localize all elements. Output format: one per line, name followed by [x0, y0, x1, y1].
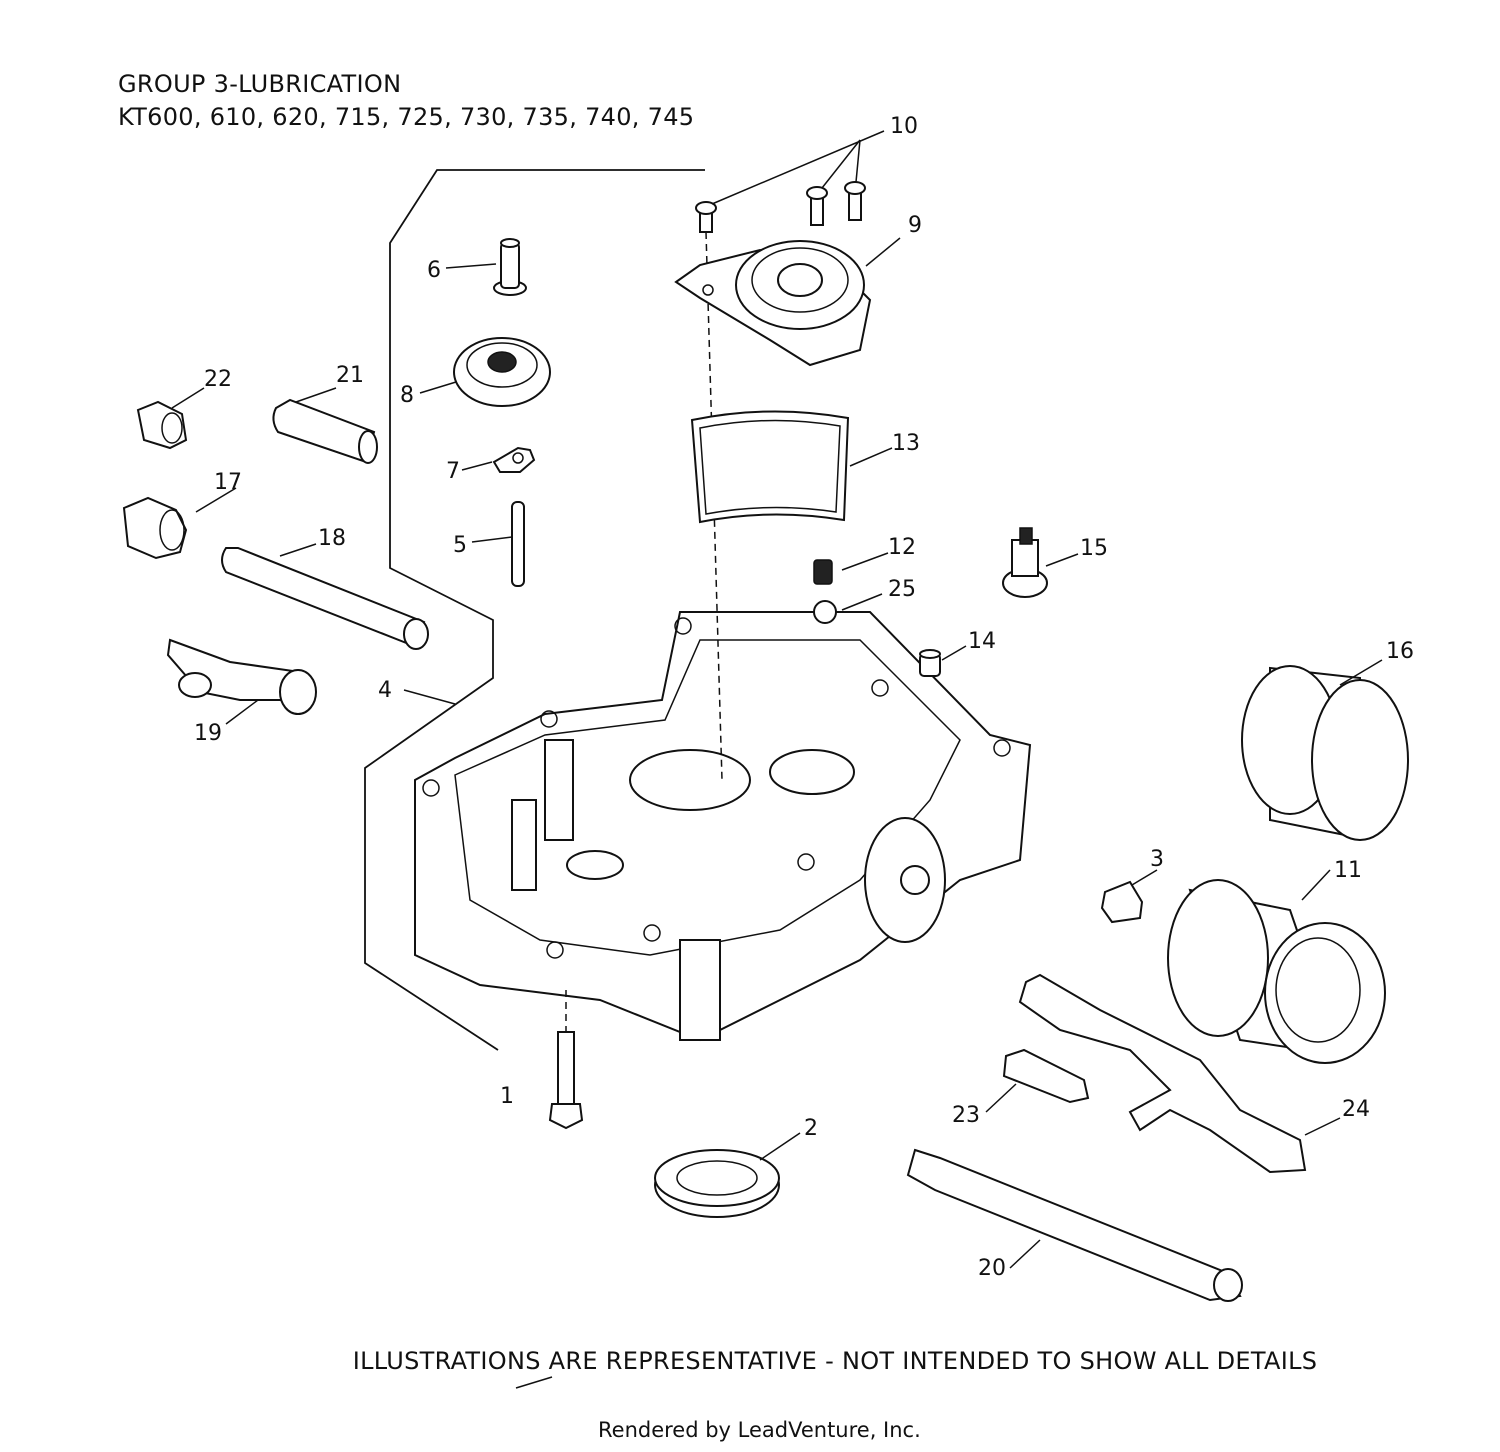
tube-part[interactable]: [221, 547, 429, 650]
bushing-part[interactable]: [136, 400, 188, 450]
callout-7: 7: [446, 459, 460, 484]
callout-12: 12: [888, 535, 916, 560]
callout-10: 10: [890, 114, 918, 139]
callout-2: 2: [804, 1116, 818, 1141]
sleeve-part[interactable]: [272, 398, 378, 464]
callout-15: 15: [1080, 536, 1108, 561]
oil-pan-part[interactable]: [414, 611, 1032, 1042]
callout-24: 24: [1342, 1097, 1370, 1122]
hose-assembly-part[interactable]: [1018, 973, 1307, 1174]
callout-13: 13: [892, 431, 920, 456]
disclaimer-text: ILLUSTRATIONS ARE REPRESENTATIVE - NOT I…: [352, 1347, 1318, 1375]
oil-hose-part[interactable]: [906, 1148, 1243, 1302]
oil-pump-assembly-part[interactable]: [674, 240, 872, 367]
callout-25: 25: [888, 577, 916, 602]
screw-part[interactable]: [695, 181, 866, 233]
washer-part[interactable]: [492, 446, 536, 473]
callout-3: 3: [1150, 847, 1164, 872]
render-credit: Rendered by LeadVenture, Inc.: [598, 1418, 921, 1442]
diagram-group-title: GROUP 3-LUBRICATION: [118, 70, 402, 98]
alignment-line: [705, 231, 723, 781]
oil-filter-part[interactable]: [1167, 879, 1386, 1064]
small-plug-part[interactable]: [919, 649, 941, 677]
callout-8: 8: [400, 383, 414, 408]
callout-17: 17: [214, 470, 242, 495]
ball-part[interactable]: [813, 600, 837, 624]
callout-1: 1: [500, 1084, 514, 1109]
callout-9: 9: [908, 213, 922, 238]
tee-fitting-part[interactable]: [166, 638, 317, 715]
oil-screen-part[interactable]: [690, 410, 850, 524]
nut-part[interactable]: [122, 496, 188, 560]
pin-part[interactable]: [511, 501, 525, 587]
leader-lines: [171, 130, 1383, 1389]
callout-21: 21: [336, 363, 364, 388]
callout-11: 11: [1334, 858, 1362, 883]
oil-filter-alt-part[interactable]: [1241, 665, 1409, 841]
oil-seal-part[interactable]: [654, 1149, 780, 1218]
callout-20: 20: [978, 1256, 1006, 1281]
bolt-part[interactable]: [548, 1031, 584, 1130]
callout-19: 19: [194, 721, 222, 746]
callout-14: 14: [968, 629, 996, 654]
callout-16: 16: [1386, 639, 1414, 664]
spring-part[interactable]: [813, 559, 833, 585]
callout-5: 5: [453, 533, 467, 558]
callout-6: 6: [427, 258, 441, 283]
oil-pump-gear-part[interactable]: [453, 337, 551, 407]
diagram-model-list: KT600, 610, 620, 715, 725, 730, 735, 740…: [118, 103, 695, 131]
group-bracket: [364, 169, 705, 1051]
hose-fitting-part[interactable]: [1002, 1048, 1090, 1104]
oil-pressure-switch-part[interactable]: [1002, 527, 1048, 598]
callout-18: 18: [318, 526, 346, 551]
shaft-part[interactable]: [493, 238, 527, 296]
callout-4: 4: [378, 678, 392, 703]
callout-23: 23: [952, 1103, 980, 1128]
callout-22: 22: [204, 367, 232, 392]
plug-part[interactable]: [1100, 880, 1144, 924]
